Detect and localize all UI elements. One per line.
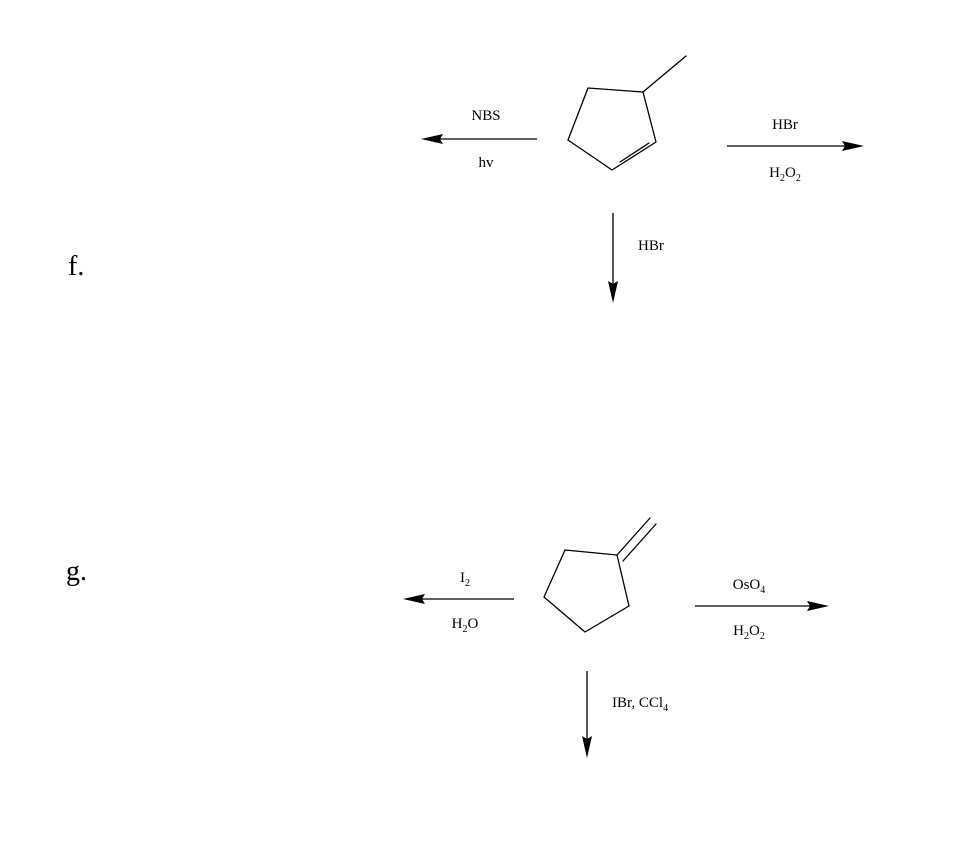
reagent-hv: hv xyxy=(479,155,495,171)
reagent-h2o2: H2O2 xyxy=(769,165,801,184)
ring-bonds xyxy=(567,87,657,171)
arrow-left-iodine-water: I2 H2O xyxy=(403,570,514,635)
exocyclic-double-bond-2 xyxy=(622,523,657,562)
reagent-h2o2: H2O2 xyxy=(733,623,765,642)
arrowhead-down xyxy=(582,736,592,758)
arrow-right-hbr-peroxide: HBr H2O2 xyxy=(727,117,864,184)
arrowhead-right xyxy=(842,141,864,151)
arrowhead-left xyxy=(421,134,443,144)
arrowhead-right xyxy=(807,601,829,611)
arrow-down-hbr: HBr xyxy=(608,213,664,303)
arrowhead-left xyxy=(403,594,425,604)
molecule-methylenecyclopentane xyxy=(543,517,657,633)
alkene-double-bond-inner xyxy=(619,142,650,163)
molecule-3-methylcyclopentene xyxy=(567,55,687,171)
methyl-bond xyxy=(642,55,687,93)
arrow-down-ibr: IBr, CCl4 xyxy=(582,671,668,758)
reagent-i2: I2 xyxy=(460,570,470,589)
reagent-oso4: OsO4 xyxy=(733,577,766,596)
arrow-left-nbs: NBS hv xyxy=(421,108,537,171)
reagent-nbs: NBS xyxy=(471,108,500,124)
ring-bonds xyxy=(543,549,630,633)
arrow-right-oso4: OsO4 H2O2 xyxy=(695,577,829,642)
reagent-ibr-ccl4: IBr, CCl4 xyxy=(612,695,668,714)
problem-g-label: g. xyxy=(66,556,87,587)
reagent-h2o: H2O xyxy=(452,616,479,635)
arrowhead-down xyxy=(608,281,618,303)
problem-f-label: f. xyxy=(68,251,84,282)
problem-g: g. I2 H2O OsO4 H2O2 IBr, CCl4 xyxy=(66,517,829,758)
exocyclic-double-bond-1 xyxy=(616,517,651,556)
problem-f: f. NBS hv HBr H2O2 HBr xyxy=(68,55,864,303)
reagent-hbr: HBr xyxy=(772,117,798,133)
reagent-hbr-down: HBr xyxy=(638,238,664,254)
